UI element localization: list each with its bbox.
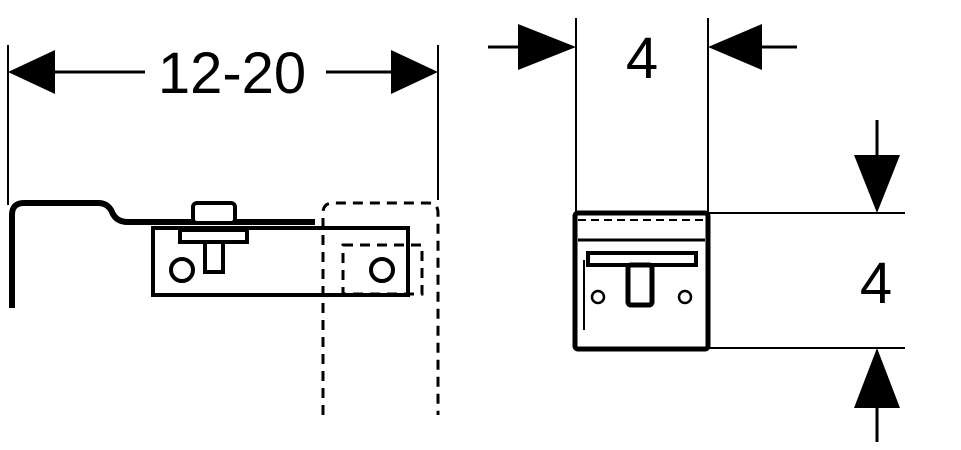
hole-left: [590, 289, 606, 305]
arrow-right-icon: [518, 24, 576, 70]
arrow-right-icon: [391, 50, 438, 94]
arrow-down-icon: [854, 155, 900, 213]
width-label: 4: [626, 26, 658, 91]
mounting-hole-left: [169, 257, 195, 283]
bolt: [178, 201, 249, 274]
front-view: 4 4: [488, 18, 905, 442]
side-view: 12-20: [7, 41, 440, 415]
bolt-front: [625, 262, 655, 308]
dimension-label-12-20: 12-20: [158, 41, 306, 106]
hole-right: [677, 289, 693, 305]
bracket-profile: [9, 200, 315, 308]
alternate-plate-outline: [341, 243, 424, 296]
alternate-position-outline: [321, 201, 440, 415]
arrow-left-icon: [8, 50, 55, 94]
arrow-up-icon: [854, 348, 900, 408]
bracket-front: [572, 210, 711, 352]
arrow-left-icon: [708, 24, 762, 70]
mounting-hole-right: [369, 257, 395, 283]
dimension-line-12-20: [8, 50, 438, 94]
height-label: 4: [860, 251, 892, 316]
